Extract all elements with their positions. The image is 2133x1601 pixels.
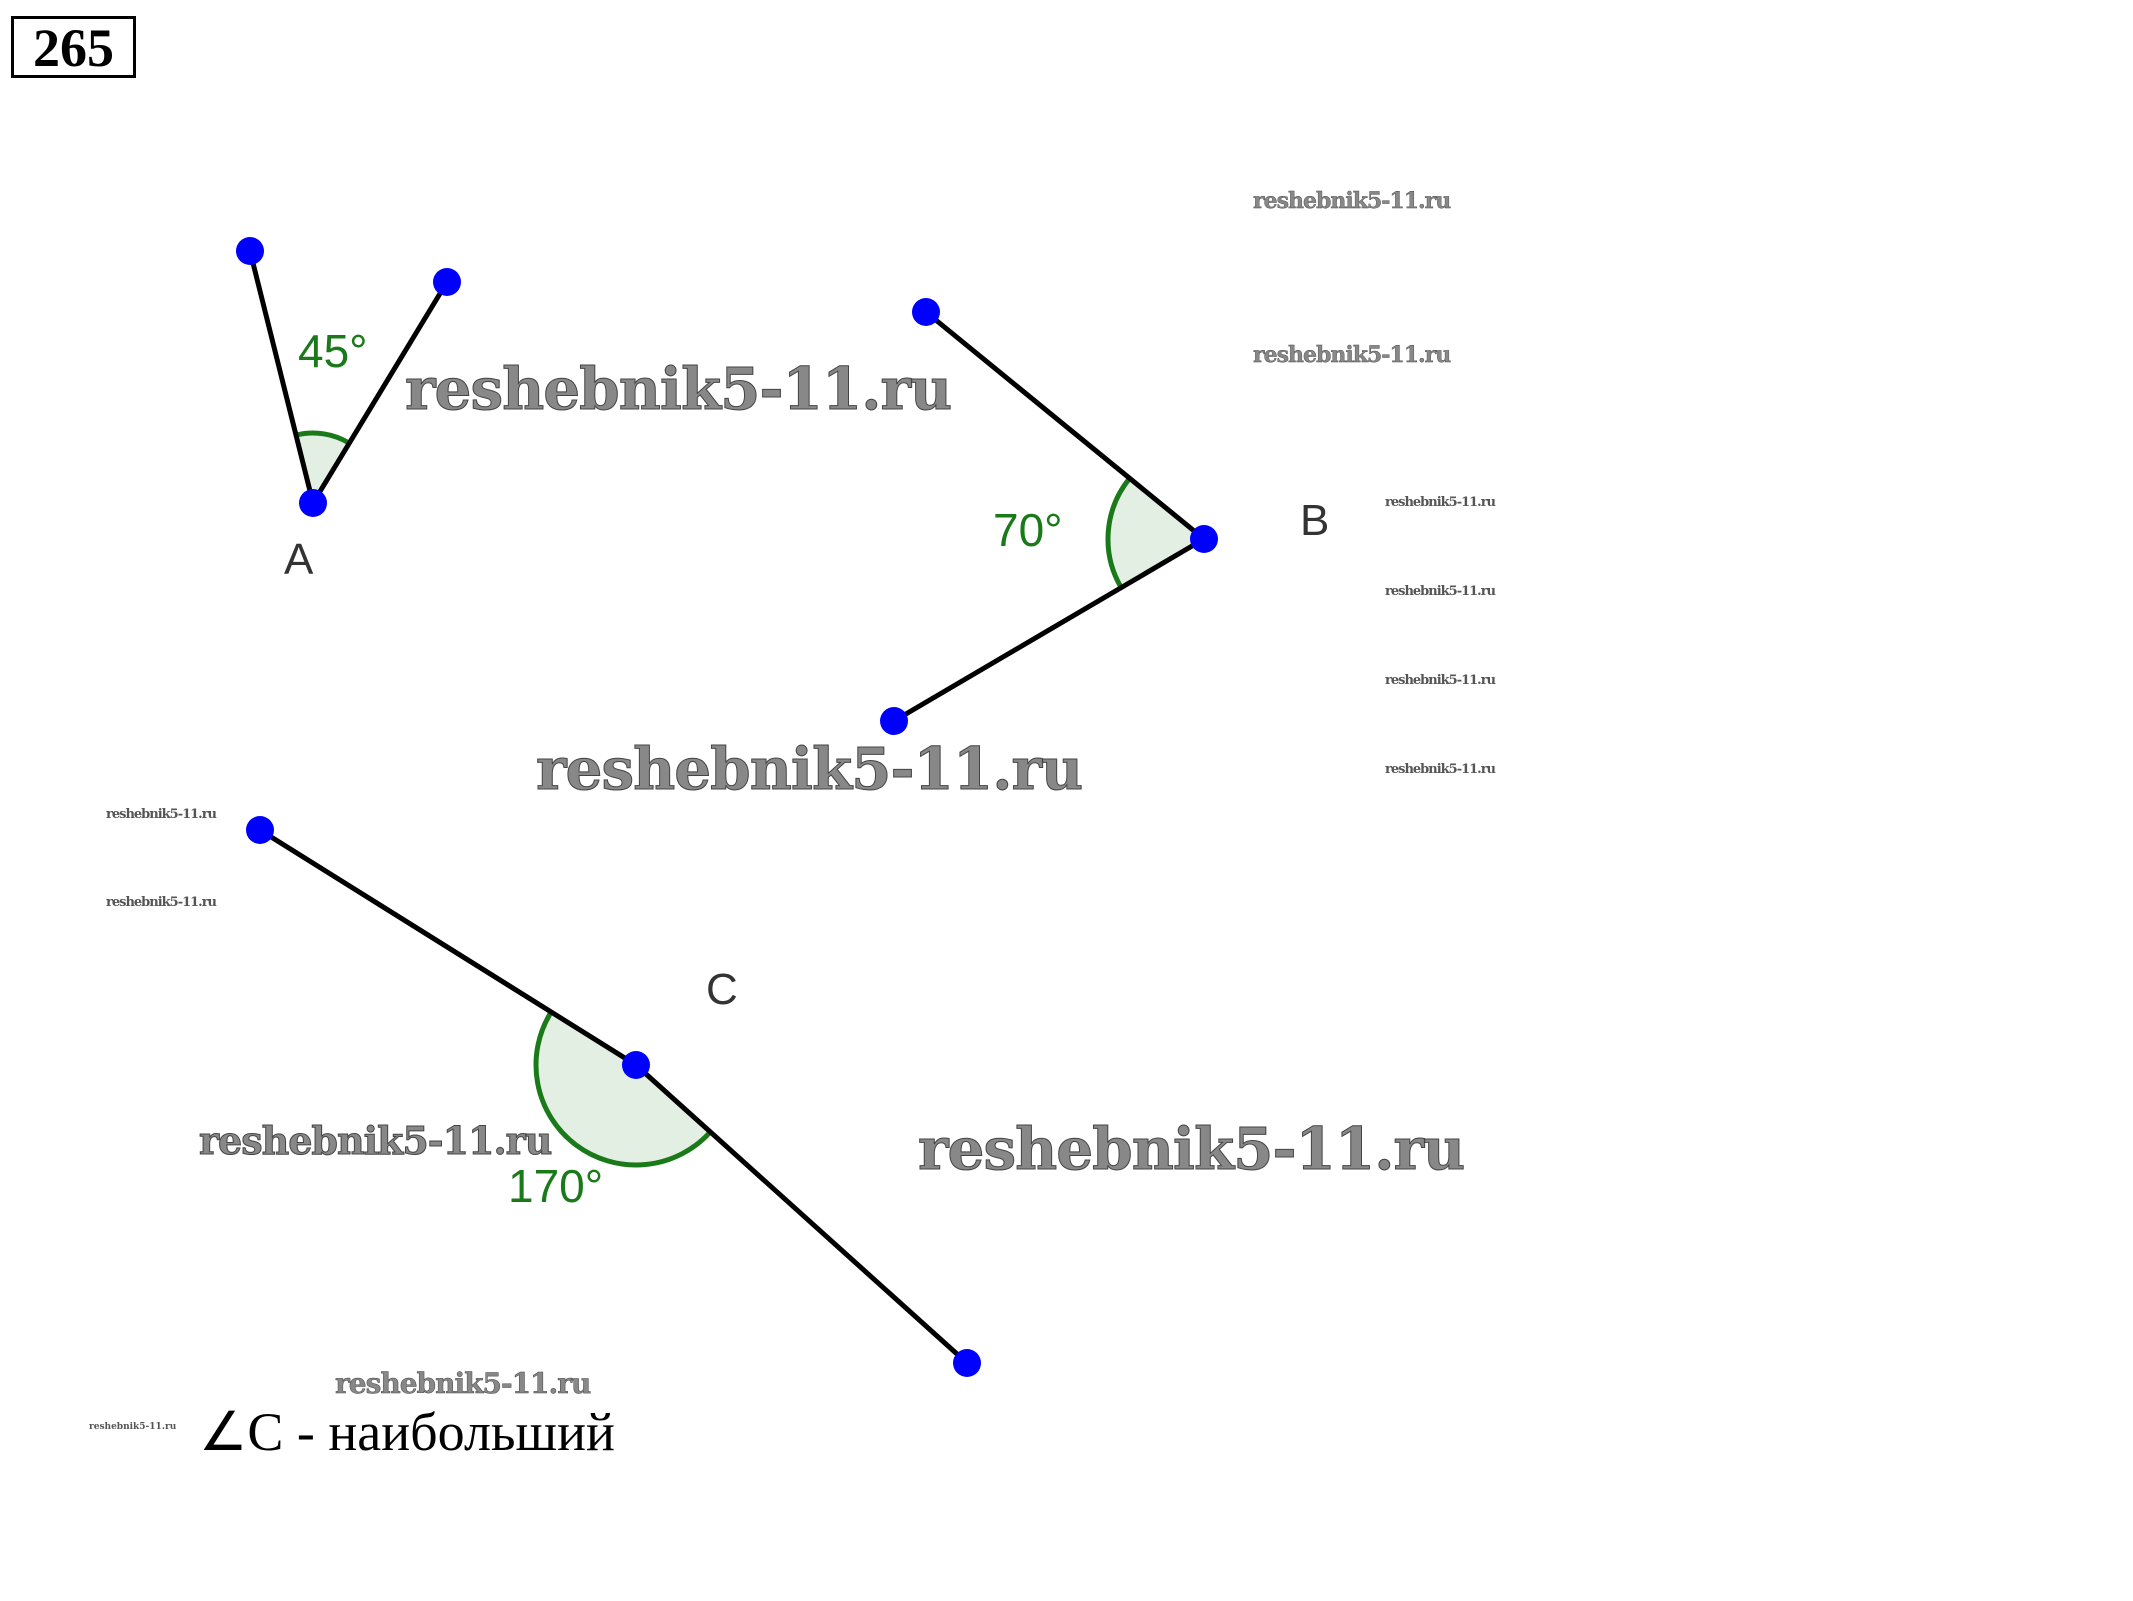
angle-sector-B (1107, 478, 1204, 588)
watermark: reshebnik5-11.ru (106, 807, 217, 822)
ray-C-2 (634, 1063, 969, 1365)
point-B-1 (912, 298, 940, 326)
point-A-1 (236, 237, 264, 265)
watermark: reshebnik5-11.ru (917, 1115, 1465, 1184)
angle-B-value: 70° (993, 504, 1063, 556)
watermark: reshebnik5-11.ru (1253, 342, 1452, 368)
watermark: reshebnik5-11.ru (106, 895, 217, 910)
watermark: reshebnik5-11.ru (1385, 673, 1496, 688)
watermark: reshebnik5-11.ru (1385, 762, 1496, 777)
point-B-2 (880, 707, 908, 735)
point-C-1 (246, 816, 274, 844)
label-C: C (706, 965, 738, 1014)
angle-arc-A (295, 430, 351, 446)
angle-arc-C (533, 1010, 713, 1168)
ray-C-1 (258, 827, 638, 1068)
angle-A-value: 45° (298, 325, 368, 377)
ray-B-1 (924, 310, 1206, 541)
problem-number: 265 (11, 16, 136, 78)
watermark: reshebnik5-11.ru (1385, 495, 1496, 510)
watermark: reshebnik5-11.ru (1385, 584, 1496, 599)
angle-sector-C (536, 1012, 711, 1165)
label-A: A (284, 535, 314, 584)
angle-arc-B (1105, 476, 1132, 589)
watermark: reshebnik5-11.ru (1253, 188, 1452, 214)
watermark: reshebnik5-11.ru (335, 1367, 592, 1401)
point-A-2 (433, 268, 461, 296)
ray-B-2 (892, 536, 1206, 724)
watermark: reshebnik5-11.ru (535, 735, 1083, 804)
watermark: reshebnik5-11.ru (198, 1118, 552, 1164)
watermark: reshebnik5-11.ru (404, 355, 952, 424)
watermark: reshebnik5-11.ru (89, 1422, 177, 1432)
ray-A-2 (310, 280, 450, 505)
answer-text: ∠C - наибольший (199, 1402, 615, 1462)
vertex-C (622, 1051, 650, 1079)
vertex-A (299, 489, 327, 517)
label-B: B (1300, 496, 1329, 545)
vertex-B (1190, 525, 1218, 553)
point-C-2 (953, 1349, 981, 1377)
ray-A-1 (247, 250, 316, 504)
angle-C-value: 170° (508, 1160, 603, 1212)
